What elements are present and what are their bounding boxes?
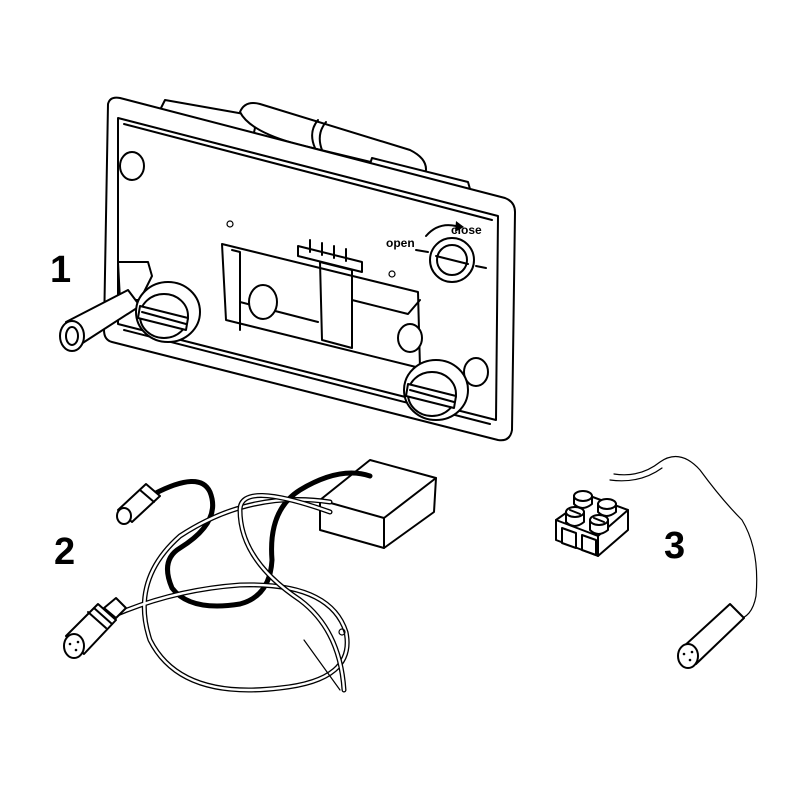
fastening-knob-left[interactable] bbox=[135, 281, 201, 343]
callout-3: 3 bbox=[664, 525, 685, 567]
screw-dot-top bbox=[226, 220, 234, 228]
terminal-screw-back bbox=[573, 490, 617, 517]
fastening-knob-right[interactable] bbox=[403, 359, 469, 421]
open-close-valve[interactable]: open close bbox=[386, 221, 487, 283]
open-label: open bbox=[386, 236, 415, 250]
terminal-block bbox=[555, 490, 629, 557]
mounting-plate: open close bbox=[59, 96, 516, 442]
corner-hole-top-left bbox=[119, 151, 145, 181]
callout-1: 1 bbox=[50, 249, 71, 291]
corner-hole-bottom-right bbox=[463, 357, 489, 387]
control-box bbox=[319, 459, 437, 549]
cable-harness bbox=[63, 459, 437, 693]
close-label: close bbox=[451, 223, 482, 237]
plate-connector bbox=[297, 245, 363, 273]
temperature-probe bbox=[609, 455, 758, 669]
sensor-connector-2 bbox=[63, 597, 127, 659]
window-hole-right bbox=[397, 323, 423, 353]
callout-2: 2 bbox=[54, 531, 75, 573]
black-cable bbox=[151, 470, 373, 609]
top-cylinder bbox=[239, 102, 427, 176]
terminal-screw-right bbox=[589, 514, 609, 535]
small-plug bbox=[116, 483, 161, 525]
screw-dot-mid bbox=[388, 270, 396, 278]
terminal-screw-left bbox=[565, 506, 585, 527]
window-hole-left bbox=[248, 284, 278, 320]
